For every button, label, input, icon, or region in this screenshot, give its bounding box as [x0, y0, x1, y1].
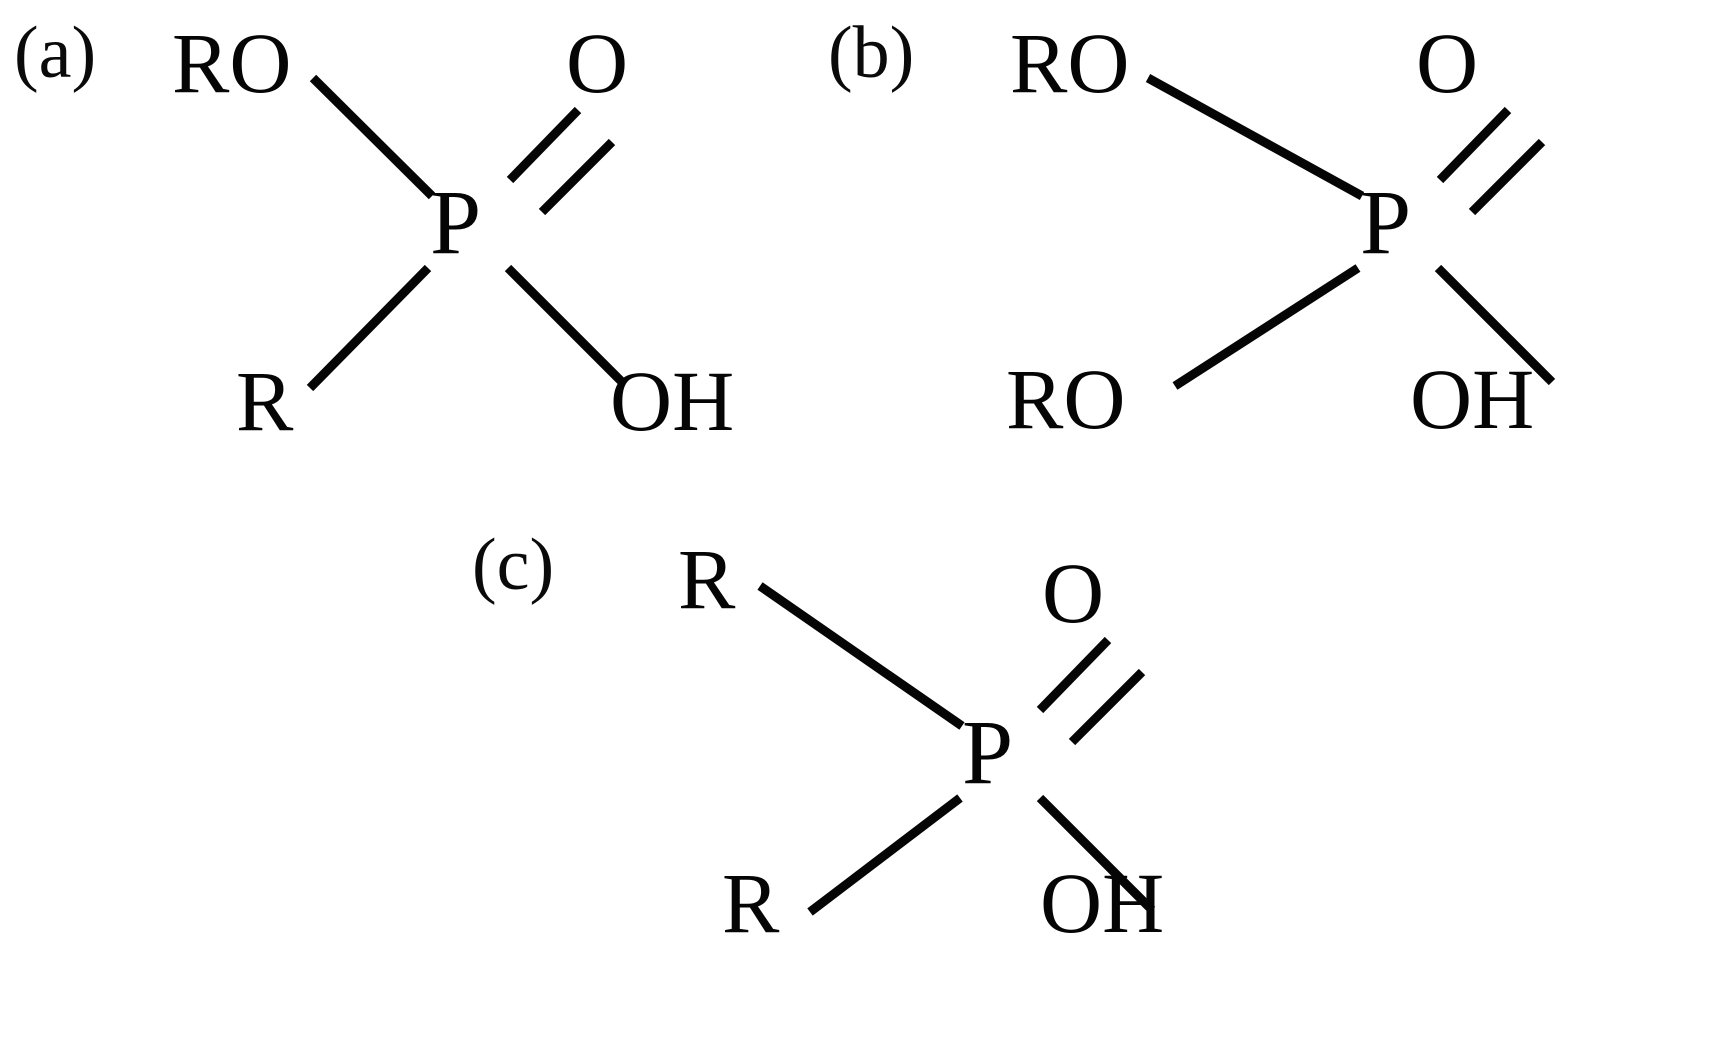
panel-c-substituent-top-left: R: [678, 531, 736, 627]
bond-a-p-o-double-lower: [538, 138, 616, 216]
panel-c-label: (c): [472, 524, 555, 606]
panel-a-substituent-top-right: O: [566, 15, 629, 111]
bond-c-p-o-double-upper: [1036, 636, 1112, 714]
panel-c-substituent-bottom-right: OH: [1040, 855, 1165, 951]
bond-b-ro-p: [1145, 74, 1365, 200]
bond-b-p-ro: [1172, 264, 1361, 390]
panel-c-substituent-top-right: O: [1042, 545, 1105, 641]
bond-c-p-o-double-lower: [1068, 668, 1146, 746]
panel-b-substituent-top-right: O: [1416, 15, 1479, 111]
panel-b-bonds: [1145, 74, 1556, 390]
bond-a-p-r: [306, 264, 432, 392]
bond-a-p-o-double-upper: [506, 106, 582, 184]
panel-b-center-atom: P: [1360, 171, 1412, 273]
bond-a-p-oh: [504, 264, 626, 386]
panel-b-label: (b): [828, 12, 915, 94]
panel-a-substituent-bottom-left: R: [236, 353, 294, 449]
panel-a-center-atom: P: [430, 171, 482, 273]
bond-c-p-r: [807, 794, 963, 916]
panel-a-substituent-top-left: RO: [172, 15, 292, 111]
panel-c-substituent-bottom-left: R: [722, 855, 780, 951]
panel-b-substituent-top-left: RO: [1010, 15, 1130, 111]
bond-c-r-p: [757, 582, 965, 730]
panel-b-substituent-bottom-left: RO: [1006, 351, 1126, 447]
panel-b-substituent-bottom-right: OH: [1410, 351, 1535, 447]
bond-b-p-o-double-upper: [1436, 106, 1512, 184]
bond-b-p-o-double-lower: [1468, 138, 1546, 216]
panel-c-center-atom: P: [962, 701, 1014, 803]
bond-a-ro-p: [309, 74, 436, 200]
panel-a-label: (a): [14, 12, 97, 94]
panel-a-substituent-bottom-right: OH: [610, 353, 735, 449]
